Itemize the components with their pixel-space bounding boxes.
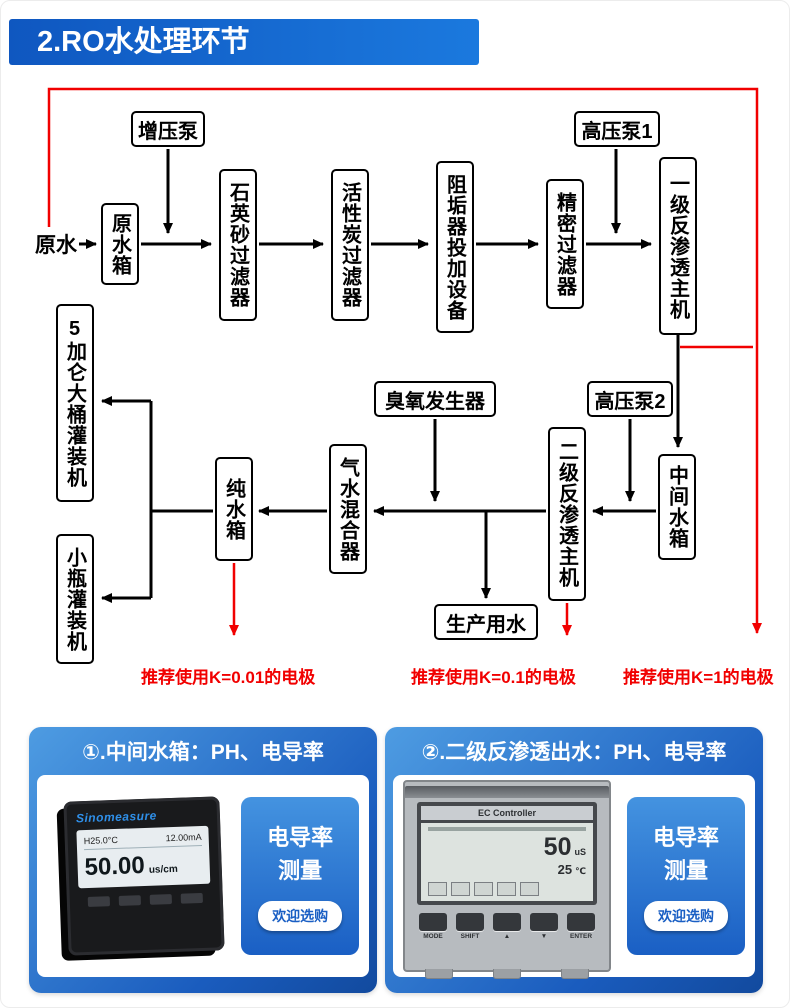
device-key-down bbox=[530, 913, 558, 931]
node-ro-stage-1: 一级反渗透主机 bbox=[659, 157, 697, 335]
panel-mid-tank-body: Sinomeasure H25.0°C 12.00mA 50.00 us/cm bbox=[37, 775, 369, 977]
page-title: 2.RO水处理环节 bbox=[9, 19, 479, 65]
device-foot bbox=[493, 969, 521, 979]
device-bezel: Sinomeasure H25.0°C 12.00mA 50.00 us/cm bbox=[63, 796, 225, 956]
device-brand: Sinomeasure bbox=[75, 808, 158, 826]
node-bottle-filler: 小瓶灌装机 bbox=[56, 534, 94, 664]
node-pure-water-tank: 纯水箱 bbox=[215, 457, 253, 561]
device-key bbox=[149, 894, 172, 905]
device-lcd: H25.0°C 12.00mA 50.00 us/cm bbox=[76, 825, 211, 889]
promo-box-conductivity: 电导率 测量 欢迎选购 bbox=[241, 797, 359, 955]
device-mounting-feet bbox=[405, 969, 609, 979]
node-gallon-filler: 5加仑大桶灌装机 bbox=[56, 304, 94, 502]
device-unit-label: uS bbox=[574, 847, 586, 857]
node-ro-stage-2: 二级反渗透主机 bbox=[548, 427, 586, 601]
promo-line2: 测量 bbox=[663, 858, 708, 883]
node-quartz-sand-filter: 石英砂过滤器 bbox=[219, 169, 257, 321]
device-key-shift bbox=[456, 913, 484, 931]
lcd-tab bbox=[497, 882, 516, 896]
device-unit-label: us/cm bbox=[148, 863, 179, 876]
device-key-label: MODE bbox=[423, 933, 443, 940]
device-current-readout: 12.00mA bbox=[165, 831, 203, 844]
node-hp-pump-2: 高压泵2 bbox=[587, 381, 673, 417]
device-key-enter bbox=[567, 913, 595, 931]
promo-line2: 测量 bbox=[278, 858, 323, 883]
device-top-trim bbox=[405, 786, 609, 798]
device-key bbox=[87, 896, 110, 907]
promo-line1: 电导率 bbox=[652, 825, 719, 850]
device-key-mode bbox=[419, 913, 447, 931]
promo-line1: 电导率 bbox=[267, 825, 334, 850]
promo-box-conductivity: 电导率 测量 欢迎选购 bbox=[627, 797, 745, 955]
node-boost-pump: 增压泵 bbox=[131, 111, 205, 147]
device-temp-unit: ℃ bbox=[575, 866, 586, 876]
device-title: EC Controller bbox=[421, 806, 593, 820]
device-key bbox=[180, 892, 203, 904]
node-raw-water-tank: 原水箱 bbox=[101, 203, 139, 285]
lcd-tab-row bbox=[428, 882, 586, 896]
label-raw-water: 原水 bbox=[35, 234, 77, 257]
device-foot bbox=[425, 969, 453, 979]
buy-button[interactable]: 欢迎选购 bbox=[258, 901, 343, 931]
panel-mid-tank-title: ①.中间水箱：PH、电导率 bbox=[82, 741, 324, 764]
node-mid-water-tank: 中间水箱 bbox=[658, 454, 696, 560]
lcd-tab bbox=[474, 882, 493, 896]
node-carbon-filter: 活性炭过滤器 bbox=[331, 169, 369, 321]
conductivity-meter-photo: Sinomeasure H25.0°C 12.00mA 50.00 us/cm bbox=[47, 784, 241, 969]
device-value-readout: 50 bbox=[543, 833, 572, 861]
device-foot bbox=[561, 969, 589, 979]
note-k-0-01: 推荐使用K=0.01的电极 bbox=[141, 668, 316, 687]
panel-mid-tank: ①.中间水箱：PH、电导率 Sinomeasure H25.0°C 12.00m… bbox=[29, 727, 377, 993]
device-keypad: MODE SHIFT ▲ ▼ ENTER bbox=[417, 913, 597, 940]
lcd-tab bbox=[520, 882, 539, 896]
panel-ro2-outlet-title: ②.二级反渗透出水：PH、电导率 bbox=[421, 741, 727, 764]
node-antiscalant-dosing: 阻垢器投加设备 bbox=[436, 161, 474, 333]
device-temp-readout: 25 bbox=[557, 862, 573, 877]
device-key-up bbox=[493, 913, 521, 931]
note-k-1: 推荐使用K=1的电极 bbox=[623, 668, 774, 687]
node-gas-water-mixer: 气水混合器 bbox=[329, 444, 367, 574]
node-production-water: 生产用水 bbox=[434, 604, 538, 640]
lcd-status-strip bbox=[428, 827, 586, 831]
buy-button[interactable]: 欢迎选购 bbox=[644, 901, 728, 931]
device-key-label: ▲ bbox=[503, 933, 511, 940]
node-hp-pump-1: 高压泵1 bbox=[574, 111, 660, 147]
note-k-0-1: 推荐使用K=0.1的电极 bbox=[411, 668, 576, 687]
device-key-label: ▼ bbox=[540, 933, 548, 940]
lcd-tab bbox=[428, 882, 447, 896]
node-precision-filter: 精密过滤器 bbox=[546, 179, 584, 309]
device-key bbox=[118, 895, 141, 906]
lcd-tab bbox=[451, 882, 470, 896]
device-key-label: ENTER bbox=[569, 933, 593, 940]
device-keypad bbox=[79, 892, 211, 908]
device-value-readout: 50.00 bbox=[84, 851, 146, 882]
device-key-label: SHIFT bbox=[460, 933, 480, 940]
device-temp-readout: H25.0°C bbox=[83, 834, 119, 847]
node-ozone-generator: 臭氧发生器 bbox=[374, 381, 496, 417]
